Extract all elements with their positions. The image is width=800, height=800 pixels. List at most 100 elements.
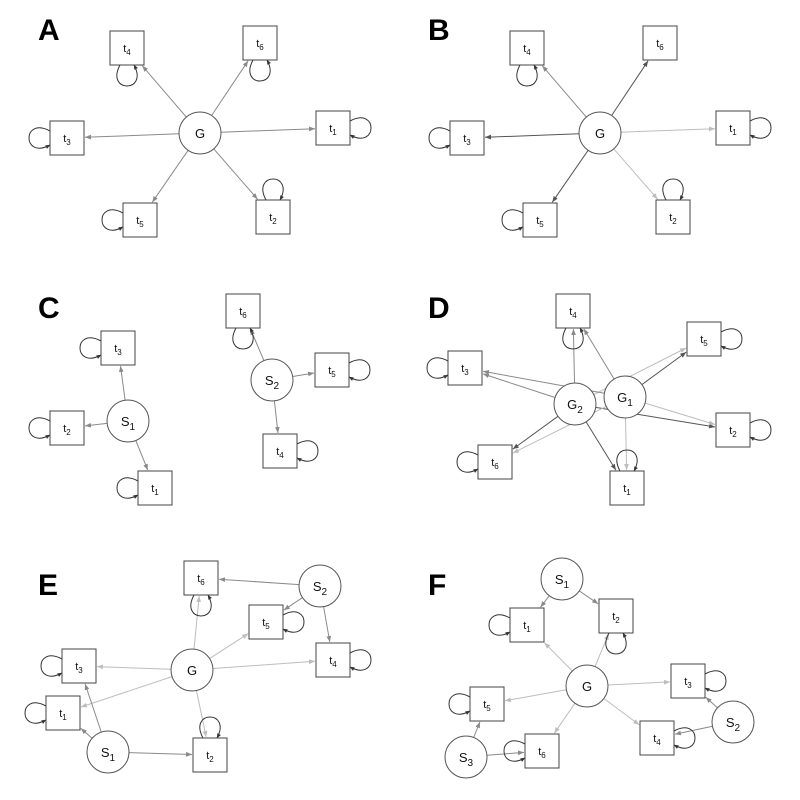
node-e-t4: t4 [315,642,351,678]
edge-b-g-to-t3 [484,133,580,140]
node-label-subscript: 3 [78,666,83,675]
node-c-t1: t1 [137,470,173,506]
node-label-subscript: 1 [332,128,337,137]
node-label-subscript: 5 [539,220,544,229]
node-d-t6: t6 [477,444,513,480]
node-label: t5 [536,215,544,229]
node-label: t1 [523,620,531,634]
node-label-base: G [567,397,577,412]
node-label-subscript: 2 [672,217,677,226]
node-label: t5 [262,617,270,631]
node-label: G [195,126,205,141]
edge-f-s1-to-t2 [579,590,599,605]
edge-f-s3-to-t5 [473,721,481,738]
node-d-g2: G2 [553,382,597,426]
node-box [314,352,350,388]
node-f-t2: t2 [598,598,634,634]
self-loop-a-t2 [262,178,284,201]
node-box [715,412,751,448]
node-label-subscript: 4 [572,311,577,320]
node-box [449,120,485,156]
edge-f-s2-to-t4 [674,725,713,736]
node-circle [540,557,584,601]
panel-label-f: F [428,569,446,602]
edge-f-g-to-t6 [553,703,576,734]
node-label-base: t [256,38,259,50]
self-loop-e-t5 [282,611,305,633]
node-box [447,350,483,386]
node-c-t5: t5 [314,352,350,388]
edge-e-g-to-t5 [209,633,249,660]
node-label-base: t [463,133,466,145]
node-label-subscript: 6 [541,751,546,760]
node-label-subscript: 2 [66,428,71,437]
node-label-subscript: 3 [466,138,471,147]
edge-b-g-to-t5 [551,150,589,203]
node-d-g1: G1 [603,375,647,419]
node-label: t6 [239,306,247,320]
node-label: t4 [523,43,531,57]
panel-label-b: B [428,14,450,47]
node-label-base: t [729,123,732,135]
node-box [609,470,645,506]
edge-c-s2-to-t5 [292,371,315,377]
node-box [137,470,173,506]
edge-e-g-to-t6 [193,595,202,650]
edge-a-g-to-t1 [220,126,316,133]
node-circle [553,382,597,426]
node-f-s2: S2 [711,700,755,744]
node-label: t3 [75,661,83,675]
node-label: S2 [265,373,280,392]
edge-e-g-to-t4 [212,659,316,669]
self-loop-f-t4 [673,727,696,749]
edge-e-s1-to-t3 [84,683,102,733]
self-loop-b-t1 [749,117,772,139]
node-box [509,607,545,643]
node-label: t4 [276,446,284,460]
node-label-base: G [595,126,605,141]
node-label-subscript: 1 [110,753,116,764]
node-label: S2 [313,579,328,598]
self-loop-a-t5 [101,209,124,231]
node-box [242,25,278,61]
node-label: G2 [567,397,583,416]
node-label: t6 [656,38,664,52]
node-f-g: G [565,664,609,708]
node-label: t2 [63,423,71,437]
edge-f-g-to-t4 [603,698,640,726]
node-label-base: t [63,423,66,435]
node-label-base: S [313,579,322,594]
node-label: G [595,126,605,141]
node-b-t6: t6 [642,25,678,61]
node-label-base: t [729,425,732,437]
node-label: t5 [136,215,144,229]
edge-d-g1-to-t5 [641,351,687,386]
node-box [598,598,634,634]
node-label-base: t [329,123,332,135]
node-label-base: S [265,373,274,388]
node-e-t5: t5 [248,604,284,640]
panel-label-d: D [428,292,450,325]
node-circle [250,358,294,402]
self-loop-f-t3 [704,670,727,692]
edge-e-g-to-t1 [80,676,173,708]
node-label-subscript: 4 [526,48,531,57]
node-label-base: t [75,661,78,673]
self-loop-c-t5 [348,359,371,381]
node-box [509,30,545,66]
edge-f-g-to-t1 [544,642,573,672]
node-label-base: t [523,620,526,632]
edge-e-s1-to-t2 [128,751,193,757]
self-loop-a-t6 [249,59,271,82]
node-box [524,733,560,769]
node-f-s3: S3 [444,735,488,779]
self-loop-c-t6 [232,327,254,350]
edge-a-g-to-t5 [151,150,189,203]
node-label-base: t [329,655,332,667]
self-loop-a-t4 [116,64,138,87]
self-loop-d-t4 [562,327,584,350]
node-label-base: G [187,663,197,678]
node-label-subscript: 3 [468,758,474,769]
node-label: t6 [538,746,546,760]
